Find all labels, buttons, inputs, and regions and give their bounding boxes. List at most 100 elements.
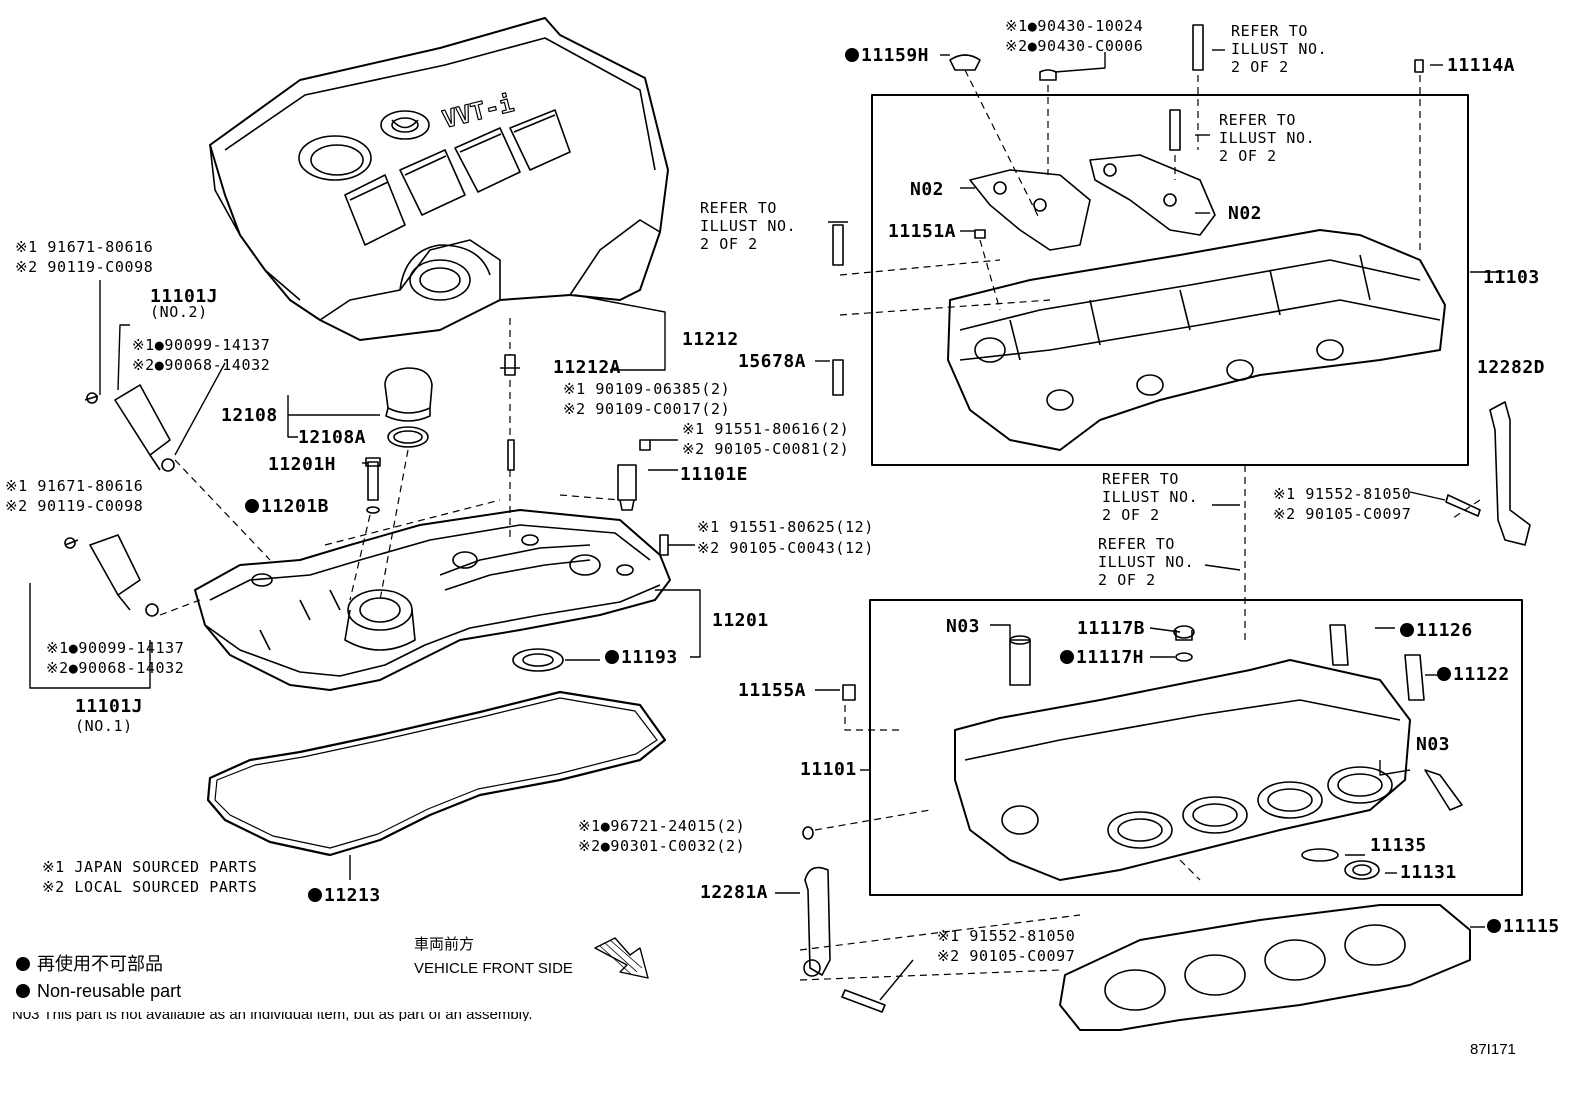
- label-11126: 11126: [1400, 621, 1473, 641]
- refer-note-4-line-1: REFER TO: [1102, 470, 1180, 488]
- label-11117h-text: 11117H: [1076, 647, 1145, 668]
- cylinder-head-drawing: [802, 624, 1463, 881]
- legend-nonreuse-en: Non-reusable part: [16, 981, 181, 1001]
- label-11155a: 11155A: [738, 680, 807, 701]
- label-11115-text: 11115: [1503, 916, 1560, 937]
- label-11193-text: 11193: [621, 647, 678, 668]
- non-reusable-icon: [245, 499, 259, 513]
- ref-91671-80616-mid: ※1 91671-80616: [5, 477, 144, 495]
- ref-91671-80616-top: ※1 91671-80616: [15, 238, 154, 256]
- ref-90068-14032-low: ※2●90068-14032: [46, 659, 185, 677]
- label-n02-right: N02: [1228, 203, 1263, 224]
- label-11212a: 11212A: [553, 357, 622, 378]
- ref-90109-c0017: ※2 90109-C0017(2): [563, 400, 731, 418]
- ref-90105-c0097-low: ※2 90105-C0097: [937, 947, 1076, 965]
- refer-note-1: REFER TO ILLUST NO. 2 OF 2: [700, 199, 796, 253]
- cover-logo-text: VVT-i: [440, 89, 517, 134]
- refer-note-4-line-2: ILLUST NO.: [1102, 488, 1199, 506]
- ref-90105-c0043: ※2 90105-C0043(12): [697, 539, 874, 557]
- label-n03-right: N03: [1416, 734, 1451, 755]
- label-12282d: 12282D: [1477, 357, 1546, 378]
- refer-note-3: REFER TO ILLUST NO. 2 OF 2: [1219, 111, 1315, 165]
- ref-96721-24015: ※1●96721-24015(2): [578, 817, 746, 835]
- gasket-11213-drawing: [206, 690, 667, 857]
- non-reusable-icon: [1060, 650, 1074, 664]
- legend-nonreuse-jp-text: 再使用不可部品: [37, 954, 164, 974]
- bracket-12281a-drawing: [804, 866, 831, 976]
- label-12281a: 12281A: [700, 882, 769, 903]
- refer-note-3-line-2: ILLUST NO.: [1219, 129, 1316, 147]
- label-11101j-no1-sub: (NO.1): [75, 717, 133, 735]
- refer-note-4: REFER TO ILLUST NO. 2 OF 2: [1102, 470, 1198, 524]
- ref-90109-06385: ※1 90109-06385(2): [563, 380, 731, 398]
- refer-note-5-line-1: REFER TO: [1098, 535, 1176, 553]
- label-11135: 11135: [1370, 835, 1427, 856]
- non-reusable-icon: [16, 957, 30, 971]
- refer-note-5-line-3: 2 OF 2: [1098, 571, 1156, 589]
- cam-housing-box: [871, 94, 1469, 466]
- non-reusable-icon: [308, 888, 322, 902]
- label-11201b: 11201B: [245, 497, 329, 517]
- refer-note-1-line-2: ILLUST NO.: [700, 217, 797, 235]
- ref-90430-10024: ※1●90430-10024: [1005, 17, 1144, 35]
- refer-note-2-line-2: ILLUST NO.: [1231, 40, 1328, 58]
- label-11126-text: 11126: [1416, 620, 1473, 641]
- cylinder-head-box: [869, 599, 1523, 896]
- label-12108: 12108: [221, 405, 278, 426]
- legend-japan-sourced: ※1 JAPAN SOURCED PARTS: [42, 858, 258, 876]
- ref-91552-81050-right: ※1 91552-81050: [1273, 485, 1412, 503]
- front-side-jp: 車両前方: [414, 936, 475, 953]
- non-reusable-icon: [605, 650, 619, 664]
- refer-note-2-line-1: REFER TO: [1231, 22, 1309, 40]
- front-side-en: VEHICLE FRONT SIDE: [414, 960, 573, 977]
- label-11114a: 11114A: [1447, 55, 1516, 76]
- label-11201h: 11201H: [268, 454, 337, 475]
- label-11201: 11201: [712, 610, 769, 631]
- ref-90430-c0006: ※2●90430-C0006: [1005, 37, 1144, 55]
- ref-91551-80616: ※1 91551-80616(2): [682, 420, 850, 438]
- ref-91552-81050-low: ※1 91552-81050: [937, 927, 1076, 945]
- illustration-id: 87I171: [1470, 1041, 1516, 1058]
- legend-local-sourced: ※2 LOCAL SOURCED PARTS: [42, 878, 258, 896]
- label-11122: 11122: [1437, 665, 1510, 685]
- oil-cap-drawing: [384, 367, 433, 448]
- refer-note-1-line-3: 2 OF 2: [700, 235, 758, 253]
- refer-note-5: REFER TO ILLUST NO. 2 OF 2: [1098, 535, 1194, 589]
- label-15678a: 15678A: [738, 351, 807, 372]
- engine-cover-drawing: VVT-i: [209, 17, 669, 341]
- label-11213-text: 11213: [324, 885, 381, 906]
- label-11101: 11101: [800, 759, 857, 780]
- bolt-lower-drawing: [841, 989, 886, 1013]
- ref-90099-14137-top: ※1●90099-14137: [132, 336, 271, 354]
- ref-90119-c0098-mid: ※2 90119-C0098: [5, 497, 144, 515]
- ref-90105-c0081: ※2 90105-C0081(2): [682, 440, 850, 458]
- legend-nonreuse-en-text: Non-reusable part: [37, 981, 182, 1001]
- label-n02-left: N02: [910, 179, 945, 200]
- refer-note-3-line-1: REFER TO: [1219, 111, 1297, 129]
- label-11159h: 11159H: [845, 46, 929, 66]
- cut-off-note: N03 This part is not available as an ind…: [12, 1012, 533, 1021]
- label-11101j-no2: 11101J: [150, 286, 219, 307]
- label-11151a: 11151A: [888, 221, 957, 242]
- refer-note-2-line-3: 2 OF 2: [1231, 58, 1289, 76]
- dashed-lines: [159, 69, 1481, 981]
- label-11117h: 11117H: [1060, 648, 1144, 668]
- ref-90119-c0098-top: ※2 90119-C0098: [15, 258, 154, 276]
- non-reusable-icon: [845, 48, 859, 62]
- non-reusable-icon: [16, 984, 30, 998]
- label-11213: 11213: [308, 886, 381, 906]
- cut-note-clip: N03 This part is not available as an ind…: [12, 1012, 772, 1021]
- label-12108a: 12108A: [298, 427, 367, 448]
- label-11101j-no1: 11101J: [75, 696, 144, 717]
- label-11117b: 11117B: [1077, 618, 1146, 639]
- bolt-12282d-drawing: [1445, 494, 1481, 517]
- bracket-12282d-drawing: [1489, 401, 1531, 546]
- legend-nonreuse-jp: 再使用不可部品: [16, 954, 163, 974]
- label-11159h-text: 11159H: [861, 45, 930, 66]
- small-parts-drawing: [64, 354, 669, 672]
- refer-note-4-line-3: 2 OF 2: [1102, 506, 1160, 524]
- refer-note-5-line-2: ILLUST NO.: [1098, 553, 1195, 571]
- leader-lines: [29, 49, 1505, 1001]
